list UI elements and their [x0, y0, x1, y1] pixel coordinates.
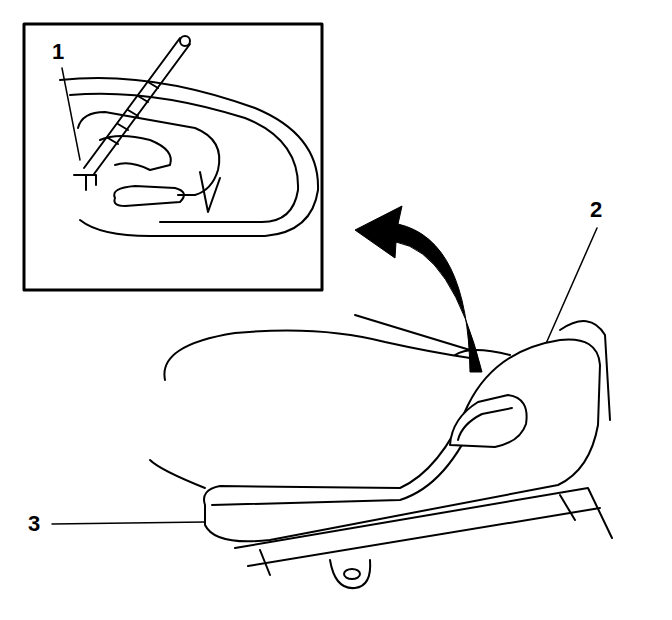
clip-tab	[74, 175, 96, 190]
trim-edge	[212, 412, 478, 505]
cushion-crease	[455, 350, 510, 355]
callout-number: 2	[588, 198, 604, 222]
lower-opening	[114, 186, 184, 206]
tool-end	[180, 36, 190, 46]
trim-tool	[84, 38, 190, 174]
cushion-front	[150, 460, 205, 488]
leader-line	[52, 522, 205, 524]
tool-grip	[108, 82, 158, 144]
trim-inner-edge	[70, 94, 298, 222]
cushion-seam	[355, 315, 470, 350]
view-arrow	[355, 206, 482, 372]
side-trim	[204, 340, 600, 542]
leader-line	[62, 68, 80, 160]
retaining-clip	[200, 172, 220, 212]
callout-number: 3	[26, 512, 42, 536]
callout-number: 1	[50, 40, 66, 64]
handle-opening	[78, 112, 219, 195]
handle-edge	[458, 408, 512, 440]
seat-cushion	[164, 330, 470, 380]
rail-bolt	[344, 569, 360, 579]
recliner-handle	[450, 395, 527, 447]
seat-rail	[235, 488, 612, 566]
rail-foot	[330, 560, 370, 588]
rail-bracket	[260, 495, 575, 575]
trim-outline	[60, 78, 318, 236]
detail-frame	[24, 24, 322, 290]
